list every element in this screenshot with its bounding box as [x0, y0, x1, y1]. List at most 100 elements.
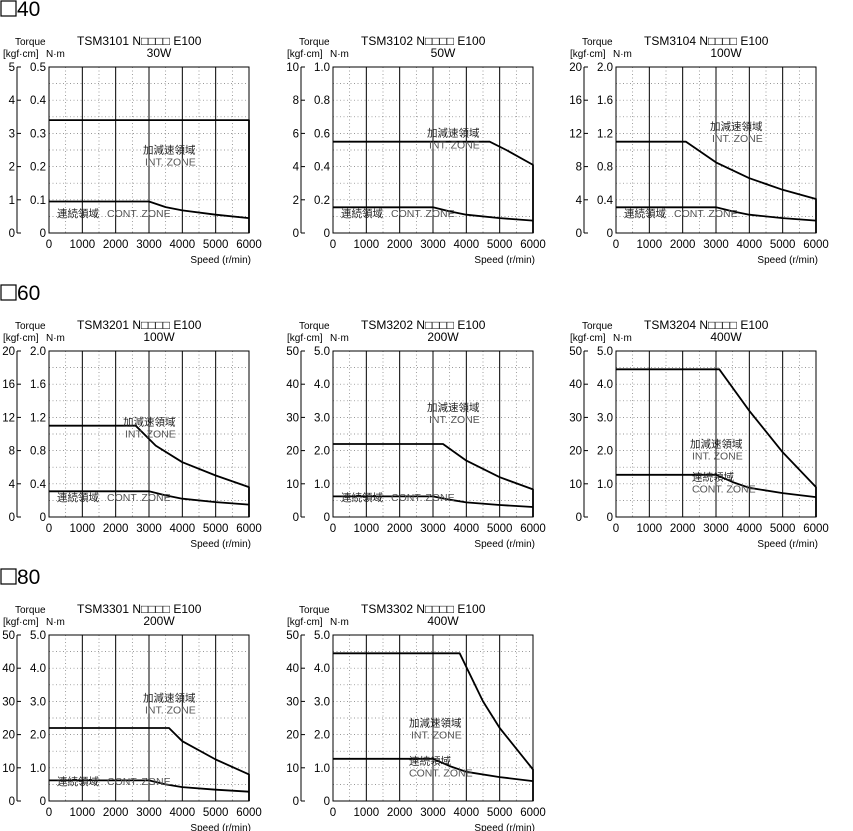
kgf-tick-label: 30 [286, 696, 299, 708]
power-rating: 100W [143, 330, 175, 344]
x-tick-label: 3000 [703, 523, 729, 535]
kgf-tick-label: 4 [9, 95, 16, 107]
x-tick-label: 1000 [637, 523, 663, 535]
x-tick-label: 6000 [236, 523, 262, 535]
kgf-tick-label: 16 [569, 95, 582, 107]
cont-zone-label-jp: 連続領域 [57, 491, 99, 504]
x-tick-label: 4000 [454, 523, 480, 535]
section-header-40: 40 [0, 0, 40, 21]
x-tick-label: 4000 [170, 807, 196, 819]
x-tick-label: 2000 [387, 523, 413, 535]
kgf-tick-label: 8 [576, 162, 582, 174]
kgf-tick-label: 1 [9, 195, 15, 207]
kgf-tick-label: 2 [9, 162, 15, 174]
nm-tick-label: 1.0 [597, 479, 613, 491]
cont-zone-label-jp: 連続領域 [624, 207, 666, 220]
x-tick-label: 5000 [203, 523, 229, 535]
unit-nm: N·m [46, 333, 65, 344]
nm-tick-label: 0.4 [314, 162, 331, 174]
cont-zone-label-en: CONT. ZONE [692, 483, 756, 495]
x-tick-label: 4000 [170, 523, 196, 535]
plot-frame [332, 66, 534, 234]
x-tick-label: 5000 [487, 807, 513, 819]
kgf-tick-label: 8 [9, 446, 15, 458]
x-tick-label: 1000 [70, 239, 96, 251]
kgf-tick-label: 0 [293, 796, 299, 808]
nm-tick-label: 1.6 [597, 95, 613, 107]
x-tick-label: 3000 [420, 807, 446, 819]
int-zone-label-en: INT. ZONE [125, 429, 176, 441]
torque-label: Torque [15, 605, 46, 616]
int-zone-label-jp: 加減速領域 [143, 143, 196, 156]
nm-tick-label: 5.0 [314, 630, 330, 642]
kgf-tick-label: 20 [286, 730, 299, 742]
x-tick-label: 0 [46, 807, 52, 819]
x-tick-label: 0 [330, 807, 336, 819]
cont-zone-label-jp: 連続領域 [692, 470, 734, 483]
nm-tick-label: 3.0 [597, 412, 613, 424]
int-zone-curve [333, 140, 534, 233]
unit-nm: N·m [46, 617, 65, 628]
nm-tick-label: 3.0 [314, 696, 330, 708]
torque-label: Torque [582, 321, 613, 332]
x-tick-label: 6000 [520, 523, 546, 535]
nm-tick-label: 0.2 [30, 162, 46, 174]
kgf-tick-label: 4 [576, 195, 583, 207]
x-tick-label: 3000 [703, 239, 729, 251]
int-zone-label-jp: 加減速領域 [143, 691, 196, 704]
int-zone-curve [616, 140, 817, 233]
cont-zone-label-jp: 連続領域 [341, 491, 383, 504]
nm-tick-label: 1.0 [314, 62, 330, 74]
x-tick-label: 4000 [737, 239, 763, 251]
plot-frame [332, 634, 534, 802]
x-tick-label: 5000 [770, 523, 796, 535]
nm-tick-label: 0 [40, 512, 46, 524]
unit-nm: N·m [330, 49, 349, 60]
x-axis-label: Speed (r/min) [474, 823, 535, 831]
x-axis-label: Speed (r/min) [474, 539, 535, 550]
x-tick-label: 1000 [637, 239, 663, 251]
nm-tick-label: 2.0 [314, 446, 330, 458]
unit-kgfcm: [kgf·cm] [287, 49, 323, 60]
nm-tick-label: 2.0 [30, 730, 46, 742]
kgf-tick-label: 10 [2, 763, 15, 775]
nm-tick-label: 0.2 [314, 195, 330, 207]
nm-tick-label: 0 [607, 228, 613, 240]
kgf-tick-label: 0 [576, 228, 582, 240]
nm-tick-label: 0.3 [30, 128, 46, 140]
x-tick-label: 6000 [803, 239, 829, 251]
nm-tick-label: 1.2 [30, 412, 46, 424]
kgf-tick-label: 2 [293, 195, 299, 207]
x-tick-label: 0 [330, 523, 336, 535]
cont-zone-curve [333, 495, 534, 508]
int-zone-label-jp: 加減速領域 [427, 127, 480, 140]
nm-tick-label: 0.4 [30, 479, 47, 491]
nm-tick-label: 0.4 [30, 95, 47, 107]
cont-zone-curve [49, 490, 250, 506]
x-tick-label: 1000 [70, 523, 96, 535]
x-tick-label: 0 [330, 239, 336, 251]
nm-tick-label: 4.0 [314, 379, 330, 391]
nm-tick-label: 5.0 [597, 346, 613, 358]
plot-frame [615, 66, 817, 234]
x-axis-label: Speed (r/min) [190, 255, 251, 266]
x-tick-label: 1000 [70, 807, 96, 819]
square-icon [0, 284, 17, 301]
unit-nm: N·m [330, 333, 349, 344]
kgf-tick-label: 30 [286, 412, 299, 424]
chart-title: TSM3201 N□□□□ E100 [77, 318, 202, 332]
nm-tick-label: 0.4 [597, 195, 614, 207]
x-tick-label: 4000 [454, 239, 480, 251]
nm-tick-label: 0 [324, 228, 330, 240]
x-tick-label: 1000 [354, 807, 380, 819]
x-tick-label: 5000 [770, 239, 796, 251]
int-zone-label-en: INT. ZONE [429, 140, 480, 152]
power-rating: 30W [147, 46, 172, 60]
nm-tick-label: 1.0 [314, 479, 330, 491]
nm-tick-label: 0 [40, 796, 46, 808]
kgf-tick-label: 8 [293, 95, 299, 107]
